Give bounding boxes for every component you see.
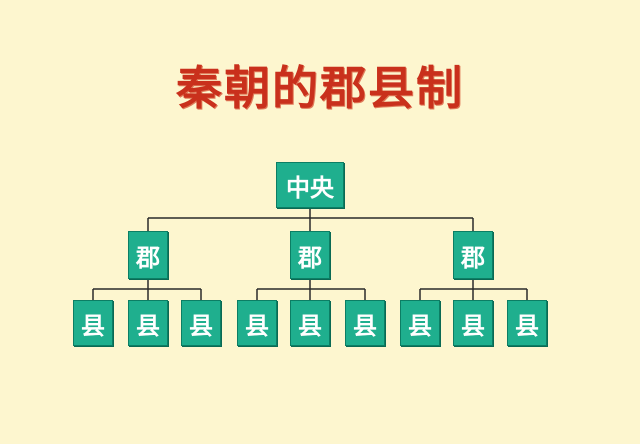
node-county-2-2: 县 bbox=[290, 300, 330, 346]
node-county-3-1: 县 bbox=[400, 300, 440, 346]
node-county-3-2: 县 bbox=[453, 300, 493, 346]
node-central: 中央 bbox=[276, 162, 344, 208]
node-county-1-3: 县 bbox=[181, 300, 221, 346]
diagram-title: 秦朝的郡县制 bbox=[176, 61, 464, 115]
node-county-2-1: 县 bbox=[237, 300, 277, 346]
node-county-1-1: 县 bbox=[73, 300, 113, 346]
node-commandery-2: 郡 bbox=[290, 231, 330, 279]
node-commandery-1: 郡 bbox=[128, 231, 168, 279]
node-commandery-3: 郡 bbox=[453, 231, 493, 279]
node-county-3-3: 县 bbox=[507, 300, 547, 346]
node-county-1-2: 县 bbox=[128, 300, 168, 346]
node-county-2-3: 县 bbox=[345, 300, 385, 346]
